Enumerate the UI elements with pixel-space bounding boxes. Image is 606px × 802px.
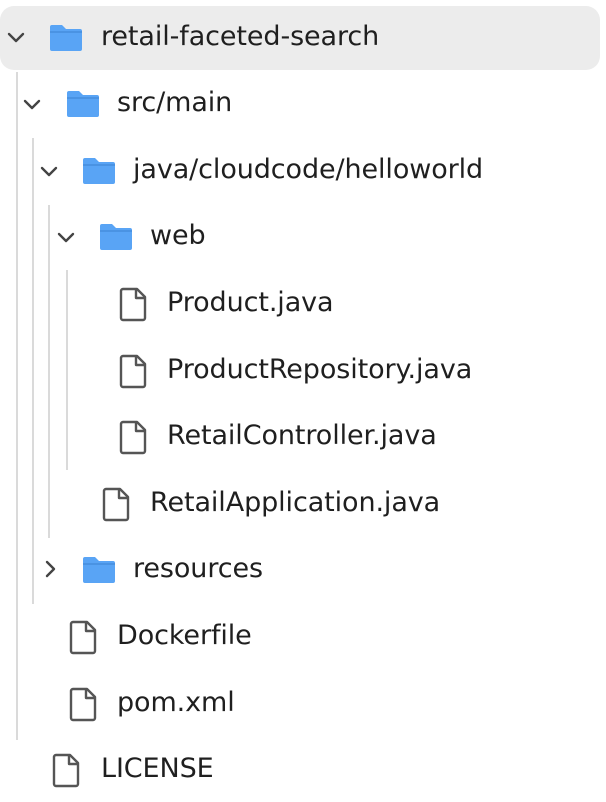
chevron-right-icon[interactable] (40, 559, 60, 579)
tree-item-license[interactable]: LICENSE (0, 738, 606, 800)
folder-icon (46, 18, 86, 58)
folder-icon (79, 550, 119, 590)
file-icon (97, 484, 137, 524)
tree-item-label: pom.xml (117, 687, 235, 718)
tree-item-retailapplication-java[interactable]: RetailApplication.java (0, 472, 606, 534)
tree-item-label: ProductRepository.java (167, 354, 473, 385)
tree-item-dockerfile[interactable]: Dockerfile (0, 605, 606, 667)
chevron-down-icon[interactable] (56, 228, 76, 248)
indent-guide (16, 72, 18, 740)
file-icon (114, 417, 154, 457)
file-icon (64, 684, 104, 724)
indent-guide (32, 138, 34, 604)
chevron-down-icon[interactable] (39, 162, 59, 182)
tree-item-product-java[interactable]: Product.java (0, 272, 606, 334)
tree-item-label: RetailApplication.java (150, 487, 441, 518)
tree-item-label: LICENSE (101, 753, 214, 784)
folder-icon (96, 217, 136, 257)
file-icon (114, 284, 154, 324)
tree-item-label: src/main (117, 87, 233, 118)
tree-item-label: RetailController.java (167, 420, 437, 451)
tree-item-src-main[interactable]: src/main (0, 72, 606, 134)
tree-item-retailcontroller-java[interactable]: RetailController.java (0, 405, 606, 467)
file-icon (47, 750, 87, 790)
tree-item-productrepository-java[interactable]: ProductRepository.java (0, 339, 606, 401)
file-icon (114, 351, 154, 391)
tree-item-label: java/cloudcode/helloworld (133, 154, 484, 185)
tree-item-java-package[interactable]: java/cloudcode/helloworld (0, 139, 606, 201)
tree-item-label: Product.java (167, 287, 334, 318)
tree-item-label: resources (133, 553, 263, 584)
tree-item-retail-faceted-search[interactable]: retail-faceted-search (0, 6, 600, 70)
folder-icon (79, 151, 119, 191)
folder-icon (63, 84, 103, 124)
chevron-down-icon[interactable] (22, 95, 42, 115)
tree-item-label: retail-faceted-search (101, 21, 380, 52)
tree-item-label: web (150, 220, 206, 251)
tree-item-web[interactable]: web (0, 205, 606, 267)
tree-item-label: Dockerfile (117, 620, 252, 651)
indent-guide (48, 205, 50, 538)
chevron-down-icon[interactable] (6, 28, 26, 48)
indent-guide (66, 270, 68, 470)
tree-item-resources[interactable]: resources (0, 538, 606, 600)
tree-item-pom-xml[interactable]: pom.xml (0, 672, 606, 734)
file-icon (64, 617, 104, 657)
